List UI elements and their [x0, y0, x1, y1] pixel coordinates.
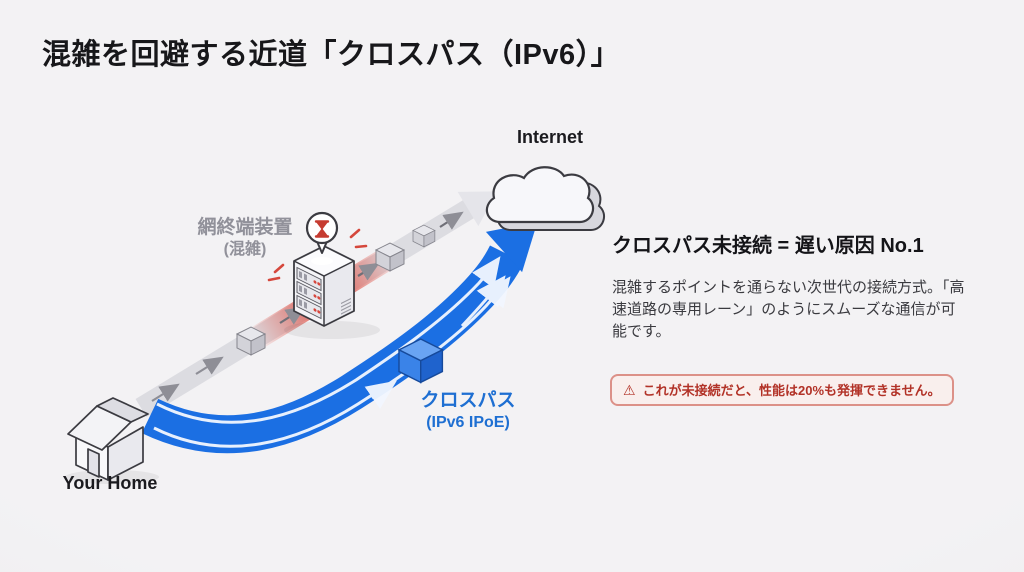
cloud-icon — [485, 166, 606, 231]
terminal-label: 網終端装置 (混雑) — [178, 216, 312, 260]
warning-text: これが未接続だと、性能は20%も発揮できません。 — [642, 383, 941, 398]
terminal-label-line1: 網終端装置 — [197, 217, 293, 238]
crosspath-label-line2: (IPv6 IPoE) — [426, 413, 510, 431]
warning-box: ⚠ これが未接続だと、性能は20%も発揮できません。 — [610, 374, 954, 406]
terminal-label-line2: (混雑) — [223, 240, 267, 258]
internet-label: Internet — [516, 127, 583, 147]
crosspath-packet-icon — [397, 338, 444, 384]
house-icon — [65, 397, 159, 484]
hourglass-icon — [314, 220, 330, 238]
panel-heading: クロスパス未接続 = 遅い原因 No.1 — [612, 235, 924, 257]
warning-icon: ⚠ — [623, 381, 636, 398]
page-title: 混雑を回避する近道「クロスパス（IPv6）」 — [42, 39, 621, 71]
crosspath-route — [141, 221, 538, 454]
your-home-label: Your Home — [62, 473, 158, 493]
panel-body: 混雑するポイントを通らない次世代の接続方式。「高速道路の専用レーン」のようにスム… — [612, 279, 965, 340]
crosspath-label: クロスパス (IPv6 IPoE) — [396, 389, 540, 433]
server-icon — [284, 245, 380, 339]
crosspath-label-line1: クロスパス — [420, 390, 516, 411]
stress-marks — [267, 228, 368, 282]
wait-bubble — [305, 211, 339, 265]
